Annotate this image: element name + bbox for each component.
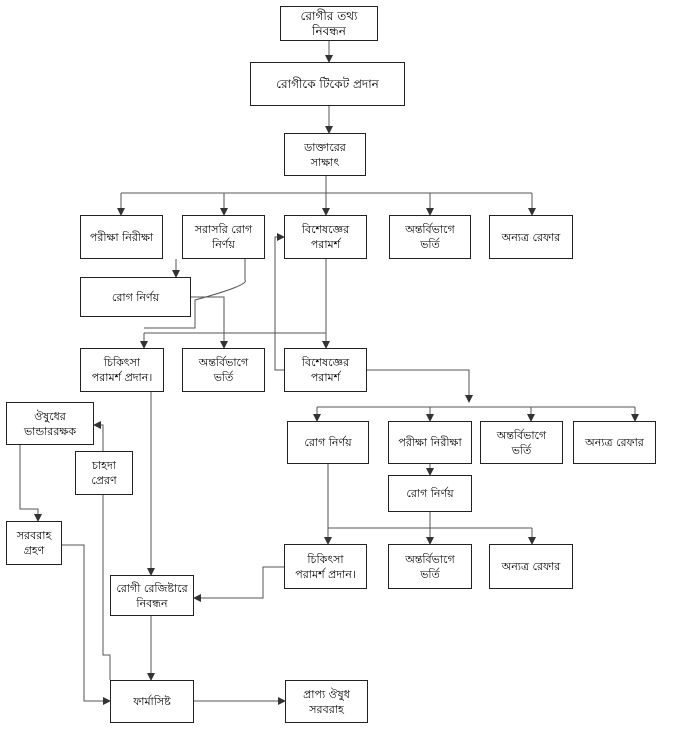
- node-refer-elsewhere-3: অন্যত্র রেফার: [489, 544, 573, 589]
- node-treatment-advice-1: চিকিৎসা পরামর্শ প্রদান।: [80, 348, 164, 392]
- node-examination-2: পরীক্ষা নিরীক্ষা: [388, 421, 472, 464]
- node-specialist-consult-1: বিশেষজ্ঞের পরামর্শ: [284, 215, 367, 259]
- node-demand-send: চাহদা প্রেরণ: [75, 451, 133, 495]
- node-diagnosis-2: রোগ নির্ণয়: [287, 421, 369, 464]
- node-refer-elsewhere-2: অন্যত্র রেফার: [573, 421, 656, 464]
- node-treatment-advice-2: চিকিৎসা পরামর্শ প্রদান।: [284, 544, 367, 589]
- node-examination-1: পরীক্ষা নিরীক্ষা: [80, 215, 163, 259]
- node-medicine-supply: প্রাপ্য ঔষুধ সরবরাহ: [285, 680, 368, 723]
- node-patient-info-registration: রোগীর তথ্য নিবন্ধন: [280, 6, 378, 41]
- arrow-specialist-2-loopback: [274, 233, 285, 371]
- arrow-storekeeper-to-supply-receive: [19, 445, 42, 522]
- node-inpatient-admission-2: অন্তর্বিভাগে ভর্তি: [182, 348, 265, 392]
- arrow-pharmacist-to-demand: [99, 469, 111, 680]
- node-specialist-consult-2: বিশেষজ্ঞের পরামর্শ: [284, 348, 367, 392]
- node-medicine-storekeeper: ঔষুধের ভান্ডাররক্ষক: [6, 402, 94, 445]
- arrow-treatment-2-to-register: [193, 566, 284, 602]
- node-diagnosis-3: রোগ নির্ণয়: [388, 475, 472, 512]
- node-inpatient-admission-3: অন্তর্বিভাগে ভর্তি: [480, 421, 563, 464]
- node-patient-register-entry: রোগী রেজিষ্টারে নিবন্ধন: [110, 575, 194, 616]
- node-direct-diagnosis: সরাসরি রোগ নির্ণয়: [182, 215, 265, 259]
- node-refer-elsewhere-1: অন্যত্র রেফার: [489, 215, 573, 259]
- node-pharmacist: ফার্মাসিষ্ট: [110, 680, 194, 723]
- node-inpatient-admission-1: অন্তর্বিভাগে ভর্তি: [389, 215, 471, 259]
- node-ticket-to-patient: রোগীকে টিকেট প্রদান: [250, 62, 405, 106]
- connector-diagnosis-right: [191, 296, 225, 328]
- connector-specialist-2-right: [367, 369, 473, 403]
- arrow-demand-to-storekeeper: [93, 421, 104, 451]
- connector-direct-diagnosis-curve: [144, 259, 246, 329]
- node-inpatient-admission-4: অন্তর্বিভাগে ভর্তি: [388, 544, 472, 589]
- node-supply-receive: সরবরাহ গ্রহণ: [6, 521, 62, 565]
- node-doctor-visit: ডাক্তারের সাক্ষাৎ: [284, 133, 366, 176]
- node-diagnosis-1: রোগ নির্ণয়: [80, 277, 191, 317]
- arrow-supply-receive-to-pharmacist: [62, 544, 111, 705]
